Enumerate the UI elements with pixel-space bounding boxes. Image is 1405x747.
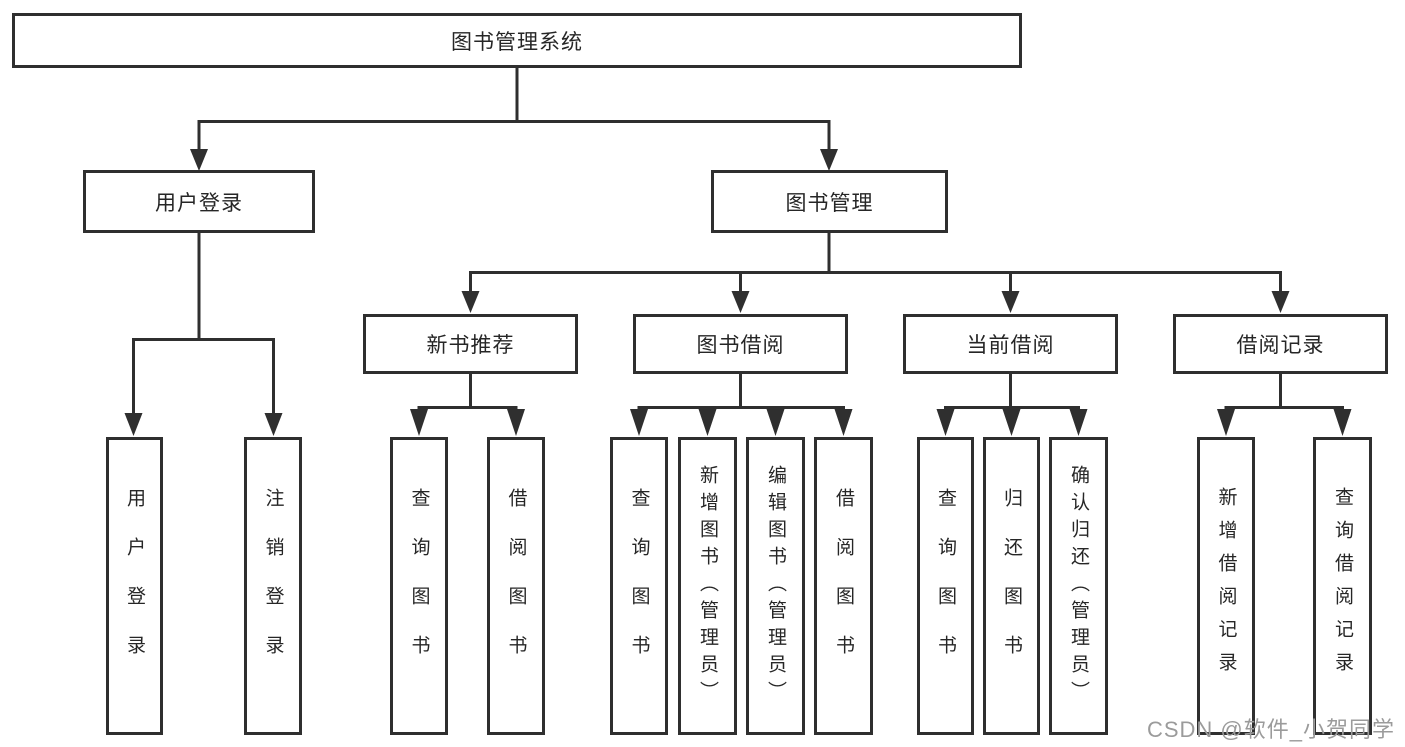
connector-book-management bbox=[469, 233, 1282, 292]
node-user-login: 用户登录 bbox=[83, 170, 315, 233]
node-book-management-label: 图书管理 bbox=[785, 191, 874, 215]
node-query-borrow-record: 查询借阅记录 bbox=[1313, 437, 1372, 735]
node-return-books-label: 归还图书 bbox=[1001, 488, 1022, 684]
connector-current-borrowing bbox=[944, 374, 1080, 409]
connector-borrowing-records bbox=[1224, 374, 1344, 409]
node-logout-leaf-label: 注销登录 bbox=[262, 488, 284, 684]
node-add-borrow-record: 新增借阅记录 bbox=[1197, 437, 1255, 735]
node-current-borrowing: 当前借阅 bbox=[903, 314, 1118, 374]
node-query-books-3: 查询图书 bbox=[917, 437, 974, 735]
node-borrowing-records-label: 借阅记录 bbox=[1236, 334, 1325, 357]
node-new-book-recommend-label: 新书推荐 bbox=[426, 334, 515, 357]
connector-user-login bbox=[132, 233, 275, 414]
node-root-label: 图书管理系统 bbox=[451, 30, 583, 54]
node-user-login-leaf-label: 用户登录 bbox=[124, 488, 145, 684]
node-query-books-3-label: 查询图书 bbox=[935, 488, 956, 684]
node-borrow-books-2: 借阅图书 bbox=[814, 437, 873, 735]
node-query-borrow-record-label: 查询借阅记录 bbox=[1332, 487, 1353, 685]
node-add-book-admin: 新增图书（管理员） bbox=[678, 437, 737, 735]
connector-book-borrowing bbox=[637, 374, 845, 409]
node-edit-book-admin: 编辑图书（管理员） bbox=[746, 437, 805, 735]
node-book-borrowing-label: 图书借阅 bbox=[696, 334, 785, 357]
node-current-borrowing-label: 当前借阅 bbox=[966, 334, 1055, 357]
node-book-borrowing: 图书借阅 bbox=[633, 314, 848, 374]
node-return-books: 归还图书 bbox=[983, 437, 1040, 735]
node-add-book-admin-label: 新增图书（管理员） bbox=[697, 464, 718, 708]
node-borrow-books-2-label: 借阅图书 bbox=[833, 488, 854, 684]
node-borrow-books-1-label: 借阅图书 bbox=[505, 488, 527, 684]
node-new-book-recommend: 新书推荐 bbox=[363, 314, 578, 374]
node-user-login-label: 用户登录 bbox=[155, 191, 243, 215]
node-add-borrow-record-label: 新增借阅记录 bbox=[1215, 487, 1237, 685]
node-borrowing-records: 借阅记录 bbox=[1173, 314, 1388, 374]
node-confirm-return-admin: 确认归还（管理员） bbox=[1049, 437, 1108, 735]
node-query-books-2: 查询图书 bbox=[610, 437, 668, 735]
connector-new-book-recommend bbox=[417, 374, 518, 409]
csdn-watermark: CSDN @软件_小贺同学 bbox=[1146, 717, 1395, 742]
node-query-books-2-label: 查询图书 bbox=[628, 488, 650, 684]
node-logout-leaf: 注销登录 bbox=[244, 437, 302, 735]
connector-root bbox=[197, 68, 831, 150]
node-user-login-leaf: 用户登录 bbox=[106, 437, 163, 735]
node-edit-book-admin-label: 编辑图书（管理员） bbox=[765, 464, 786, 708]
node-confirm-return-admin-label: 确认归还（管理员） bbox=[1068, 464, 1089, 708]
node-query-books-1-label: 查询图书 bbox=[408, 488, 430, 684]
node-root: 图书管理系统 bbox=[12, 13, 1022, 68]
node-borrow-books-1: 借阅图书 bbox=[487, 437, 545, 735]
node-book-management: 图书管理 bbox=[711, 170, 948, 233]
node-query-books-1: 查询图书 bbox=[390, 437, 448, 735]
